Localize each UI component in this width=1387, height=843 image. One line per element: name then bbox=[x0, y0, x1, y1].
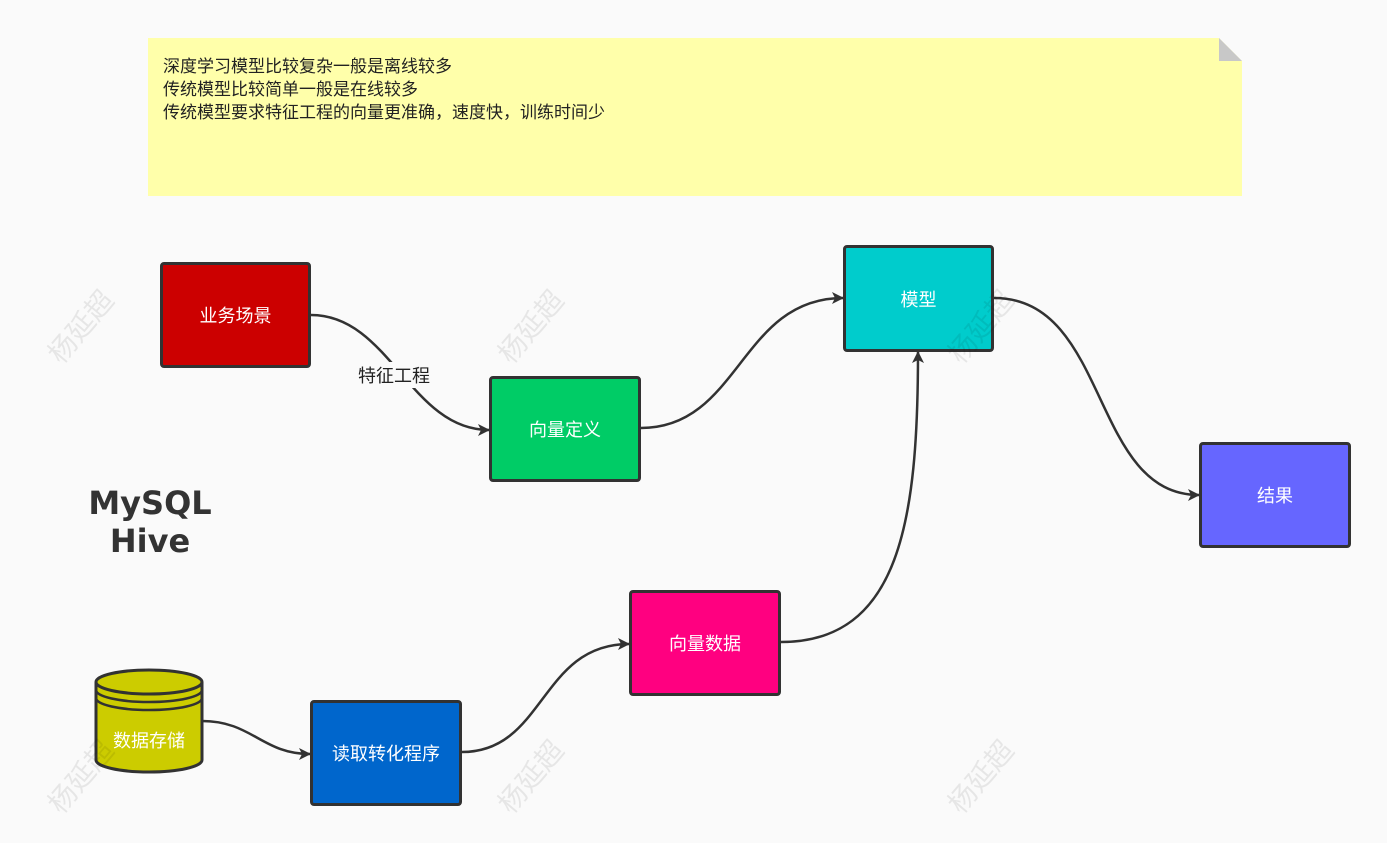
node-vector-definition[interactable]: 向量定义 bbox=[489, 376, 641, 482]
edge-vector-def-to-model[interactable] bbox=[640, 292, 844, 430]
edge-storage-to-reader[interactable] bbox=[201, 719, 311, 760]
node-label: 业务场景 bbox=[199, 306, 272, 327]
node-label: 模型 bbox=[900, 289, 937, 311]
node-business-scenario[interactable]: 业务场景 bbox=[160, 262, 311, 368]
node-vector-data[interactable]: 向量数据 bbox=[629, 590, 781, 696]
node-reader-program[interactable]: 读取转化程序 bbox=[310, 700, 462, 806]
node-label: 读取转化程序 bbox=[332, 744, 440, 765]
database-types-label: MySQL Hive bbox=[80, 484, 220, 560]
node-label: 向量定义 bbox=[529, 420, 601, 441]
node-data-storage-label: 数据存储 bbox=[113, 731, 185, 752]
node-label: 向量数据 bbox=[669, 634, 741, 655]
database-cylinder-icon[interactable] bbox=[94, 668, 204, 774]
hive-label: Hive bbox=[109, 522, 191, 560]
edge-model-to-result[interactable] bbox=[993, 296, 1200, 501]
mysql-label: MySQL bbox=[88, 484, 212, 522]
note-line: 传统模型要求特征工程的向量更准确，速度快，训练时间少 bbox=[163, 103, 605, 123]
node-label: 结果 bbox=[1257, 486, 1293, 507]
note-line: 深度学习模型比较复杂一般是离线较多 bbox=[163, 57, 452, 77]
note-line: 传统模型比较简单一般是在线较多 bbox=[163, 80, 418, 100]
node-model[interactable]: 模型 bbox=[843, 245, 994, 352]
node-result[interactable]: 结果 bbox=[1199, 442, 1351, 548]
edge-vector-data-to-model[interactable] bbox=[780, 351, 924, 644]
note-text: 深度学习模型比较复杂一般是离线较多 传统模型比较简单一般是在线较多 传统模型要求… bbox=[163, 56, 605, 125]
sticky-note[interactable] bbox=[148, 38, 1242, 196]
edge-label-feature-engineering: 特征工程 bbox=[356, 362, 432, 388]
edge-reader-to-vector-data[interactable] bbox=[461, 638, 630, 754]
